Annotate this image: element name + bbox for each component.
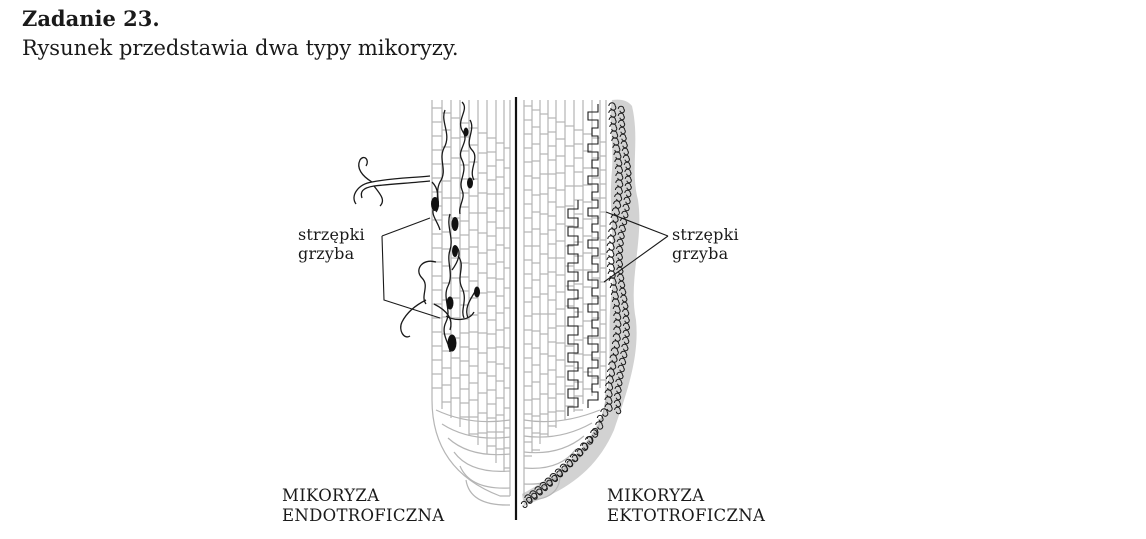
endotrophic-vesicles [431, 127, 480, 352]
task-description: Rysunek przedstawia dwa typy mikoryzy. [22, 36, 459, 60]
endotrophic-hyphae-label-line2: grzyba [298, 244, 355, 263]
hartig-net [567, 104, 599, 416]
task-title: Zadanie 23. [22, 6, 160, 31]
mantle-hyphae [520, 102, 632, 508]
ectotrophic-caption-line1: MIKORYZA [607, 486, 705, 505]
endotrophic-caption-line1: MIKORYZA [282, 486, 380, 505]
ectotrophic-hyphae-label-line1: strzępki [672, 225, 739, 244]
endotrophic-hyphae [353, 101, 477, 353]
endotrophic-root [353, 100, 511, 506]
ectotrophic-root [520, 99, 669, 508]
ectotrophic-pointer-lines [603, 211, 669, 283]
endotrophic-caption-line2: ENDOTROFICZNA [282, 506, 445, 525]
ectotrophic-caption-line2: EKTOTROFICZNA [607, 506, 766, 525]
endotrophic-pointer-lines [381, 217, 441, 319]
ectotrophic-hyphae-label-line2: grzyba [672, 244, 729, 263]
endotrophic-hyphae-label-line1: strzępki [298, 225, 365, 244]
